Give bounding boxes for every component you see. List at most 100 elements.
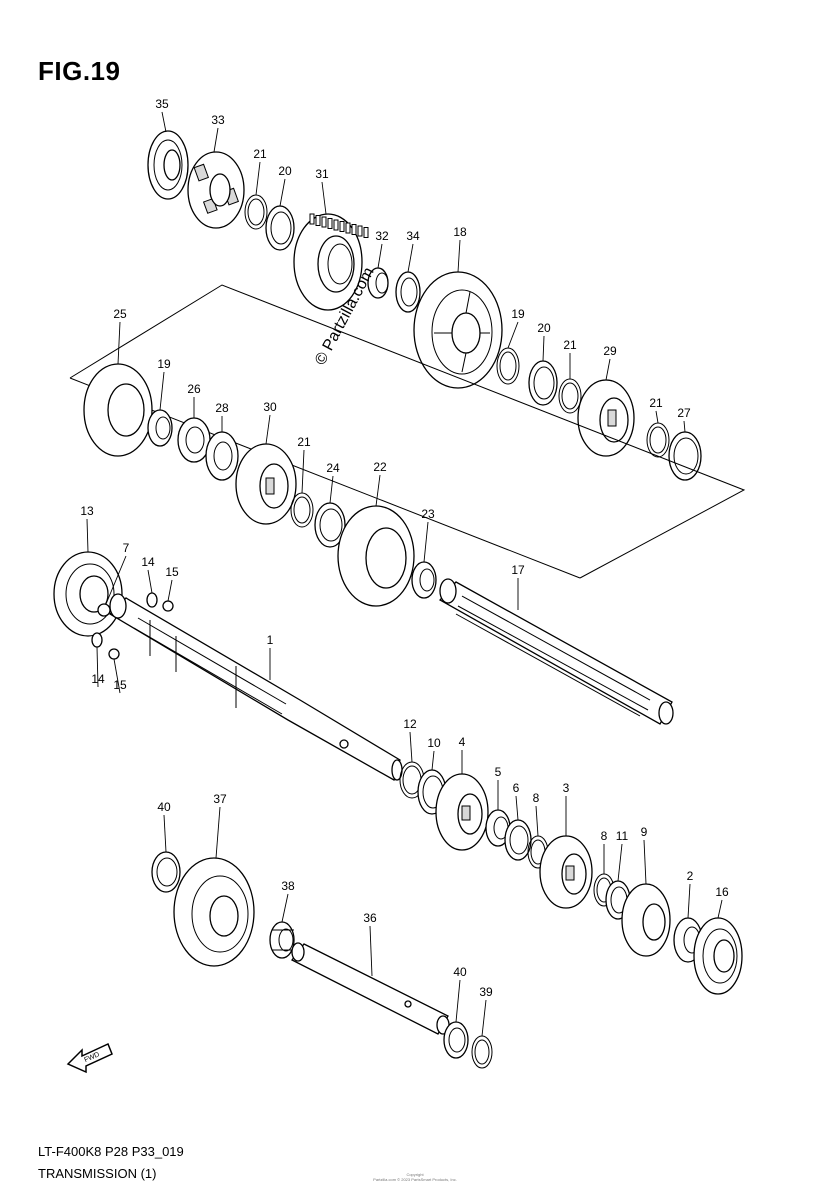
callout-number-6[interactable]: 6 bbox=[513, 781, 520, 795]
countershaft-17[interactable] bbox=[438, 578, 674, 725]
callout-number-30[interactable]: 30 bbox=[263, 400, 277, 414]
callout-number-12[interactable]: 12 bbox=[403, 717, 417, 731]
callout-number-9[interactable]: 9 bbox=[641, 825, 648, 839]
bushing-23[interactable] bbox=[411, 561, 437, 599]
callout-number-20[interactable]: 20 bbox=[537, 321, 551, 335]
callout-number-14[interactable]: 14 bbox=[141, 555, 155, 569]
callout-number-8[interactable]: 8 bbox=[601, 829, 608, 843]
callout-leader-22 bbox=[375, 474, 381, 507]
gear-9[interactable] bbox=[621, 883, 671, 957]
callout-number-17[interactable]: 17 bbox=[511, 563, 525, 577]
gear-tooth bbox=[327, 218, 333, 229]
callout-number-23[interactable]: 23 bbox=[421, 507, 435, 521]
washer-27[interactable] bbox=[668, 431, 702, 481]
callout-number-13[interactable]: 13 bbox=[80, 504, 94, 518]
callout-number-36[interactable]: 36 bbox=[363, 911, 377, 925]
callout-number-20[interactable]: 20 bbox=[278, 164, 292, 178]
callout-number-33[interactable]: 33 bbox=[211, 113, 225, 127]
shaft-36[interactable] bbox=[291, 942, 450, 1035]
bearing-16[interactable] bbox=[693, 917, 743, 995]
callout-number-19[interactable]: 19 bbox=[157, 357, 171, 371]
pin-7[interactable] bbox=[97, 603, 111, 617]
gear-4[interactable] bbox=[435, 773, 489, 851]
gear-29[interactable] bbox=[577, 379, 635, 457]
retainer-14b[interactable] bbox=[91, 632, 103, 648]
callout-number-14[interactable]: 14 bbox=[91, 672, 105, 686]
needle-bearing-38[interactable] bbox=[269, 921, 295, 959]
callout-number-29[interactable]: 29 bbox=[603, 344, 617, 358]
callout-number-21[interactable]: 21 bbox=[563, 338, 577, 352]
circlip-39[interactable] bbox=[471, 1035, 493, 1069]
callout-number-5[interactable]: 5 bbox=[495, 765, 502, 779]
callout-number-28[interactable]: 28 bbox=[215, 401, 229, 415]
callout-number-3[interactable]: 3 bbox=[563, 781, 570, 795]
callout-number-18[interactable]: 18 bbox=[453, 225, 467, 239]
gear-tooth bbox=[321, 216, 327, 228]
gear-37[interactable] bbox=[173, 857, 255, 967]
callout-number-40[interactable]: 40 bbox=[157, 800, 171, 814]
bushing-19[interactable] bbox=[147, 409, 173, 447]
callout-number-34[interactable]: 34 bbox=[406, 229, 420, 243]
bearing-13[interactable] bbox=[53, 551, 123, 637]
gear-22[interactable] bbox=[337, 505, 415, 607]
callout-number-24[interactable]: 24 bbox=[326, 461, 340, 475]
callout-number-27[interactable]: 27 bbox=[677, 406, 691, 420]
gear-18[interactable] bbox=[413, 271, 503, 389]
gear-3[interactable] bbox=[539, 835, 593, 909]
screw-15b[interactable] bbox=[108, 648, 120, 660]
washer-34[interactable] bbox=[395, 271, 421, 313]
circlip-19a[interactable] bbox=[496, 347, 520, 385]
screw-15a[interactable] bbox=[162, 600, 174, 612]
callout-leader-38 bbox=[281, 893, 289, 923]
drive-cam-33[interactable] bbox=[187, 151, 245, 229]
callout-number-16[interactable]: 16 bbox=[715, 885, 729, 899]
callout-leader-21 bbox=[301, 449, 305, 494]
callout-number-40[interactable]: 40 bbox=[453, 965, 467, 979]
washer-6[interactable] bbox=[504, 819, 532, 861]
callout-number-22[interactable]: 22 bbox=[373, 460, 387, 474]
group-bracket-line bbox=[69, 284, 746, 579]
callout-number-7[interactable]: 7 bbox=[123, 541, 130, 555]
callout-leader-32 bbox=[377, 243, 383, 269]
bearing-35[interactable] bbox=[147, 130, 189, 200]
bushing-32[interactable] bbox=[367, 267, 389, 299]
callout-leader-34 bbox=[407, 243, 414, 273]
callout-number-39[interactable]: 39 bbox=[479, 985, 493, 999]
circlip-21a[interactable] bbox=[244, 194, 268, 230]
callout-number-15[interactable]: 15 bbox=[113, 678, 127, 692]
callout-number-26[interactable]: 26 bbox=[187, 382, 201, 396]
circlip-21d[interactable] bbox=[290, 492, 314, 528]
callout-number-10[interactable]: 10 bbox=[427, 736, 441, 750]
callout-number-8[interactable]: 8 bbox=[533, 791, 540, 805]
callout-number-31[interactable]: 31 bbox=[315, 167, 329, 181]
callout-number-37[interactable]: 37 bbox=[213, 792, 227, 806]
callout-number-1[interactable]: 1 bbox=[267, 633, 274, 647]
callout-number-19[interactable]: 19 bbox=[511, 307, 525, 321]
gear-30[interactable] bbox=[235, 443, 297, 525]
callout-number-38[interactable]: 38 bbox=[281, 879, 295, 893]
gear-tooth bbox=[357, 225, 363, 237]
washer-20b[interactable] bbox=[528, 360, 558, 406]
gear-31[interactable] bbox=[293, 213, 369, 311]
callout-number-35[interactable]: 35 bbox=[155, 97, 169, 111]
retainer-14a[interactable] bbox=[146, 592, 158, 608]
callout-number-25[interactable]: 25 bbox=[113, 307, 127, 321]
circlip-21c[interactable] bbox=[646, 422, 670, 458]
lock-washer-28[interactable] bbox=[205, 431, 239, 481]
callout-number-21[interactable]: 21 bbox=[297, 435, 311, 449]
washer-40a[interactable] bbox=[151, 851, 181, 893]
gear-25[interactable] bbox=[83, 363, 153, 457]
callout-number-11[interactable]: 11 bbox=[616, 829, 629, 843]
callout-number-32[interactable]: 32 bbox=[375, 229, 389, 243]
circlip-21b[interactable] bbox=[558, 378, 582, 414]
callout-number-21[interactable]: 21 bbox=[253, 147, 267, 161]
washer-40b[interactable] bbox=[443, 1021, 469, 1059]
washer-20a[interactable] bbox=[265, 205, 295, 251]
lock-washer-26[interactable] bbox=[177, 417, 211, 463]
mainshaft-1[interactable] bbox=[108, 593, 403, 781]
callout-number-4[interactable]: 4 bbox=[459, 735, 466, 749]
callout-number-21[interactable]: 21 bbox=[649, 396, 663, 410]
callout-number-15[interactable]: 15 bbox=[165, 565, 179, 579]
copyright-line-1: Copyright bbox=[406, 1172, 424, 1177]
callout-number-2[interactable]: 2 bbox=[687, 869, 694, 883]
